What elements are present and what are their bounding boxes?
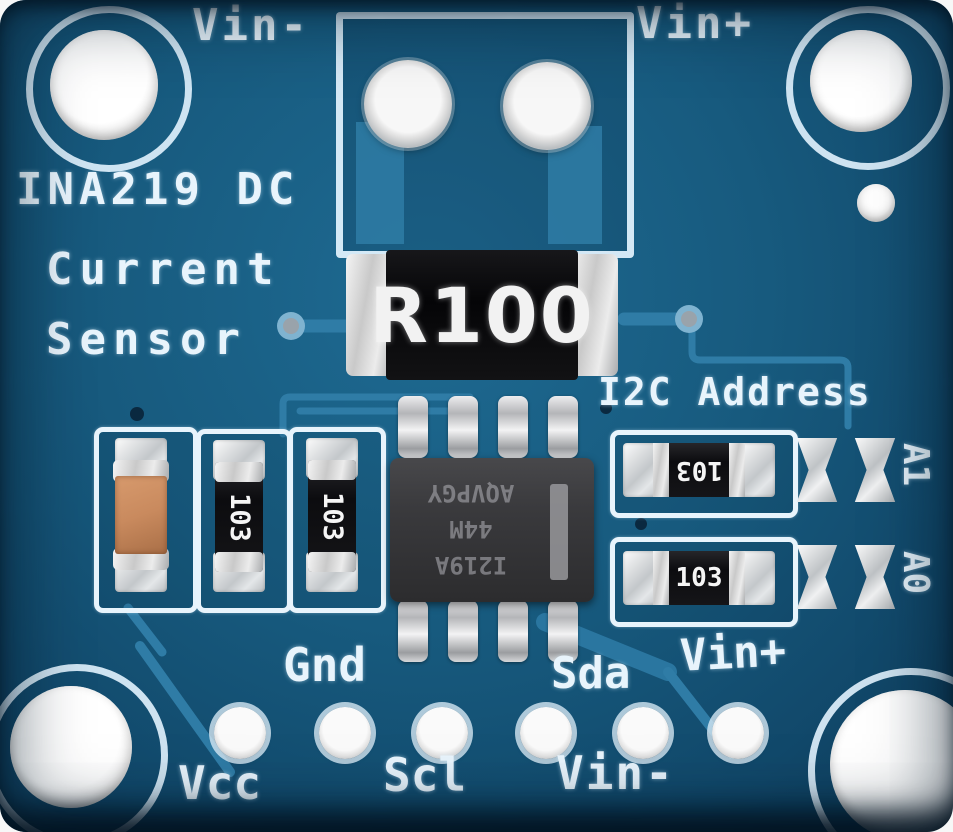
i2c-resistor-top-outline: 103	[610, 430, 798, 518]
resistor2-outline: 103	[288, 427, 386, 613]
i2c-address-heading: I2C Address	[598, 370, 872, 414]
header-hole-vcc	[214, 707, 266, 759]
resistor2-cap-top	[308, 460, 356, 480]
via-right-hole	[681, 311, 697, 327]
ic-marking-line3: AQVPGY	[427, 479, 515, 507]
label-sda: Sda	[551, 648, 631, 699]
ic-pin-5	[548, 396, 578, 458]
capacitor-body	[115, 476, 167, 554]
header-hole-sda	[520, 707, 572, 759]
resistor1-cap-top	[215, 462, 263, 482]
label-vin-plus-top: Vin+	[636, 0, 754, 49]
label-a0: A0	[895, 550, 937, 595]
mount-ring-bottom-right	[808, 668, 953, 832]
header-hole-vin-minus	[617, 707, 669, 759]
terminal-hole-right	[503, 62, 591, 150]
label-vin-minus-top: Vin-	[192, 0, 310, 51]
label-vin-plus-mid: Vin+	[678, 625, 788, 682]
resistor2-cap-bottom	[308, 552, 356, 572]
via-dark-2	[600, 402, 612, 414]
i2c-rtop-code: 103	[675, 455, 723, 485]
ic-marking: I219A 44M AQVPGY	[396, 468, 546, 590]
mount-ring-top-left	[26, 6, 192, 172]
ic-pin-2	[448, 600, 478, 662]
label-vcc: Vcc	[178, 756, 262, 810]
header-hole-vin-plus	[712, 707, 764, 759]
header-hole-scl	[416, 707, 468, 759]
board-title-line2: Current	[46, 244, 281, 295]
via-dark-3	[635, 518, 647, 530]
i2c-jumper-a1-pad1	[796, 438, 838, 502]
resistor1-code: 103	[223, 492, 255, 542]
resistor2-code: 103	[316, 491, 348, 541]
ic-pin-1	[398, 600, 428, 662]
label-scl: Scl	[383, 748, 467, 802]
shunt-marking: R100	[369, 270, 595, 360]
board-title-line3: Sensor	[46, 314, 247, 365]
i2c-rbot-cap-left	[653, 551, 669, 605]
ic-pin-7	[448, 396, 478, 458]
i2c-rbot-cap-right	[729, 551, 745, 605]
via-left-hole	[283, 318, 299, 334]
mount-ring-bottom-left	[0, 664, 168, 832]
i2c-rbot-code: 103	[675, 563, 723, 593]
ic-pin1-stripe	[550, 484, 568, 580]
i2c-rtop-cap-left	[653, 443, 669, 497]
shunt-cap-right	[570, 254, 618, 376]
mount-hole-top-left	[50, 30, 158, 140]
board-title-line1: INA219 DC	[16, 164, 300, 215]
cap-outline	[94, 427, 198, 613]
ic-pin-8	[398, 396, 428, 458]
i2c-jumper-a0-pad2	[854, 545, 896, 609]
i2c-jumper-a0-pad1	[796, 545, 838, 609]
i2c-rbot-pad-right	[739, 551, 775, 605]
mount-ring-top-right	[786, 6, 950, 170]
label-gnd: Gnd	[283, 638, 367, 692]
terminal-hole-left	[364, 60, 452, 148]
ic-pin-4	[548, 600, 578, 662]
ic-body: I219A 44M AQVPGY	[390, 458, 594, 602]
mount-hole-bottom-left	[10, 686, 132, 808]
i2c-rtop-pad-right	[739, 443, 775, 497]
ic-marking-line1: I219A	[434, 551, 508, 579]
mount-hole-bottom-right	[830, 690, 953, 832]
via-dark-1	[130, 407, 144, 421]
ic-pin-3	[498, 600, 528, 662]
header-hole-gnd	[319, 707, 371, 759]
shunt-resistor: R100	[346, 250, 618, 380]
resistor1-outline: 103	[196, 429, 292, 613]
i2c-rtop-cap-right	[729, 443, 745, 497]
ic-pin-6	[498, 396, 528, 458]
shunt-body: R100	[369, 250, 593, 380]
i2c-resistor-bottom-outline: 103	[610, 537, 798, 627]
label-vin-minus-bottom: Vin-	[556, 746, 675, 800]
i2c-jumper-a1-pad2	[854, 438, 896, 502]
label-a1: A1	[895, 442, 937, 487]
test-pad-right	[857, 184, 895, 222]
resistor1-cap-bottom	[215, 552, 263, 572]
mount-hole-top-right	[810, 30, 912, 132]
ic-marking-line2: 44M	[449, 515, 493, 543]
